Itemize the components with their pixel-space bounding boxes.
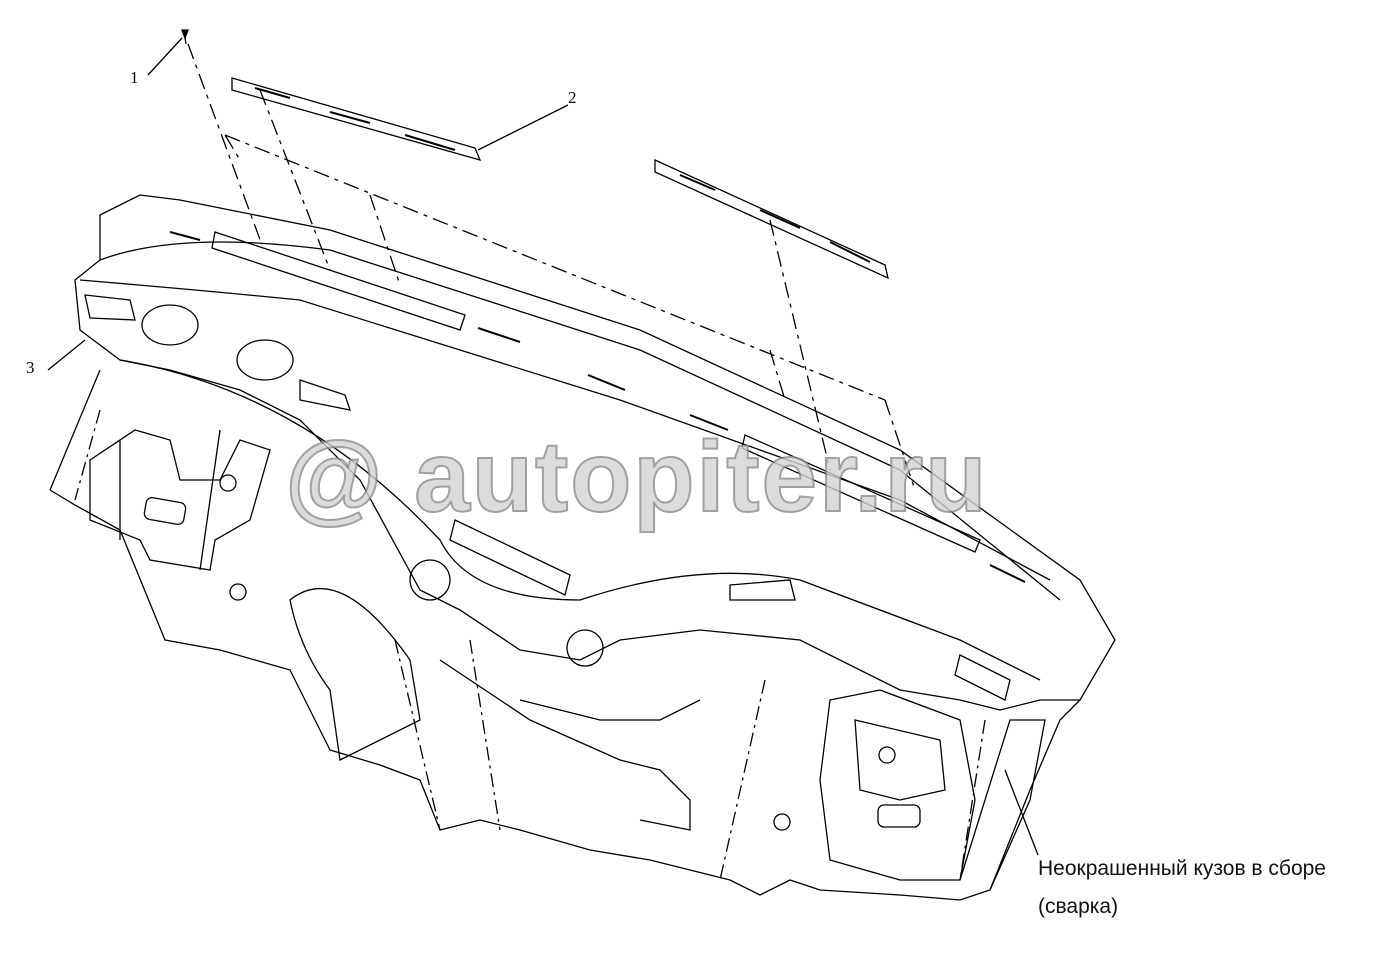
defroster-trim-part-2: [231, 77, 482, 161]
leader-1: [147, 37, 183, 76]
callout-3: 3: [26, 358, 35, 377]
instrument-panel-part-3: [74, 194, 1116, 711]
screw-part-1: [181, 29, 189, 45]
body-caption: Неокрашенный кузов в сборе (сварка): [1038, 850, 1326, 926]
defroster-trim-right: [654, 158, 889, 280]
leader-3: [47, 339, 86, 371]
callout-1: 1: [130, 68, 139, 87]
watermark: @ autopiter.ru: [284, 420, 989, 534]
body-caption-line1: Неокрашенный кузов в сборе: [1038, 857, 1326, 880]
leader-2: [477, 104, 569, 151]
body-in-white-floor: [49, 369, 1081, 901]
assembly-dashed-lines: [187, 43, 916, 491]
callout-2: 2: [568, 88, 577, 107]
body-caption-line2: (сварка): [1038, 895, 1119, 918]
